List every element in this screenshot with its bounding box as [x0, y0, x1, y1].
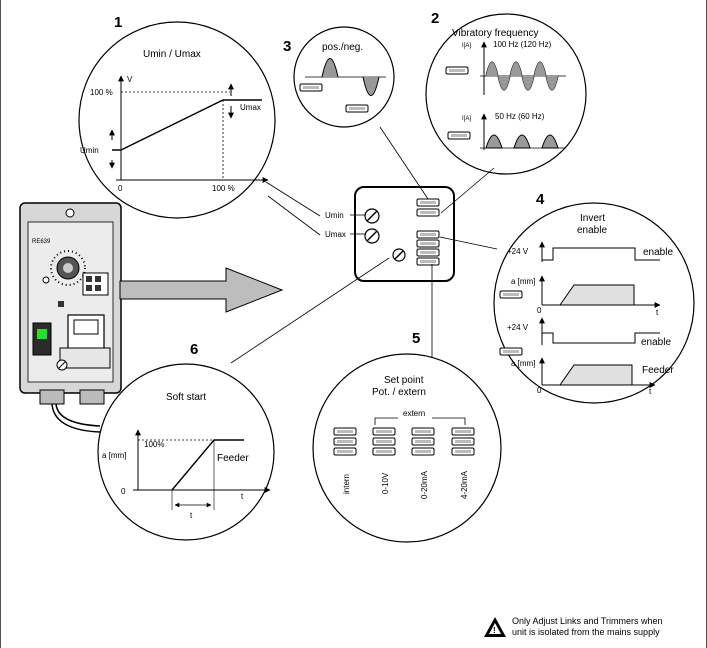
callout-3: 3 pos./neg. — [283, 26, 395, 128]
control-board: Umin Umax — [325, 186, 455, 282]
option-0-20ma: 0-20mA — [420, 470, 429, 499]
soft-start-title: Soft start — [166, 392, 206, 403]
callout-4: 4 Invert enable +24 V enable a [mm] 0 t … — [493, 191, 695, 404]
leader-lines — [230, 126, 498, 364]
t-label-top: t — [656, 308, 659, 317]
t-label-ramp-c6: t — [190, 511, 193, 520]
callout-2: 2 Vibratory frequency I[A] 100 Hz (120 H… — [425, 10, 587, 175]
umin-label: Umin — [80, 146, 99, 155]
frequency-50hz: 50 Hz (60 Hz) — [495, 112, 545, 121]
umax-label: Umax — [240, 103, 261, 112]
supply-24v-bottom: +24 V — [507, 323, 529, 332]
umin-umax-curve — [112, 99, 262, 151]
callout-number-6: 6 — [190, 341, 198, 358]
warning-symbol: ! — [493, 626, 496, 635]
warning-line-2: unit is isolated from the mains supply — [512, 627, 660, 637]
zero-label-c6: 0 — [121, 487, 126, 496]
zero-label-top: 0 — [537, 306, 542, 315]
callout-number-2: 2 — [431, 10, 439, 27]
x-tick-100: 100 % — [212, 184, 235, 193]
pct-100-label: 100% — [144, 440, 164, 449]
power-indicator — [37, 329, 47, 339]
feeder-label-c4: Feeder — [642, 365, 674, 376]
callout-number-4: 4 — [536, 191, 545, 208]
callout-number-3: 3 — [283, 38, 291, 55]
set-point-title: Set point — [384, 375, 424, 386]
warning-line-1: Only Adjust Links and Trimmers when — [512, 616, 663, 626]
negative-halfwave — [362, 76, 380, 96]
pos-neg-title: pos./neg. — [322, 42, 363, 53]
soft-start-ramp — [171, 439, 244, 491]
y-tick-100: 100 % — [90, 88, 113, 97]
x-tick-0: 0 — [118, 184, 123, 193]
t-label-axis-c6: t — [241, 492, 244, 501]
vibratory-controller-device: RE639 — [19, 202, 122, 433]
current-axis-label-top: I[A] — [462, 43, 471, 49]
callout-6: 6 Soft start 100% a [mm] 0 t t Feeder — [97, 341, 275, 541]
amplitude-label-c6: a [mm] — [102, 451, 126, 460]
amplitude-label-bottom: a [mm] — [511, 359, 535, 368]
y-axis-unit: V — [127, 75, 133, 84]
t-label-bottom: t — [649, 387, 652, 396]
enable-title: enable — [577, 225, 607, 236]
device-model: RE639 — [32, 239, 51, 245]
current-axis-label-bottom: I[A] — [462, 116, 471, 122]
half-wave-signal — [485, 134, 559, 149]
feeder-label-c6: Feeder — [217, 453, 249, 464]
frequency-100hz: 100 Hz (120 Hz) — [493, 40, 552, 49]
callout-1: 1 Umin / Umax V 100 % 0 100 % Umin Umax — [78, 14, 276, 219]
extern-label: extern — [403, 409, 425, 418]
supply-24v-top: +24 V — [507, 247, 529, 256]
option-0-10v: 0-10V — [381, 472, 390, 494]
pointer-arrow — [119, 267, 284, 313]
callout-number-1: 1 — [114, 14, 122, 31]
warning-notice: ! Only Adjust Links and Trimmers when un… — [484, 616, 663, 637]
vibratory-frequency-title: Vibratory frequency — [452, 28, 539, 39]
board-umin-label: Umin — [325, 211, 344, 220]
callout-5: 5 Set point Pot. / extern extern intern … — [312, 330, 502, 543]
option-4-20ma: 4-20mA — [460, 470, 469, 499]
callout-number-5: 5 — [412, 330, 420, 347]
zero-label-bottom: 0 — [537, 386, 542, 395]
enable-label-top: enable — [643, 247, 673, 258]
board-umax-label: Umax — [325, 230, 346, 239]
option-intern: intern — [342, 474, 351, 494]
positive-halfwave — [321, 58, 339, 78]
amplitude-label-top: a [mm] — [511, 277, 535, 286]
enable-label-bottom: enable — [641, 337, 671, 348]
invert-title: Invert — [580, 213, 605, 224]
umin-umax-title: Umin / Umax — [143, 49, 201, 60]
pot-extern-title: Pot. / extern — [372, 387, 426, 398]
